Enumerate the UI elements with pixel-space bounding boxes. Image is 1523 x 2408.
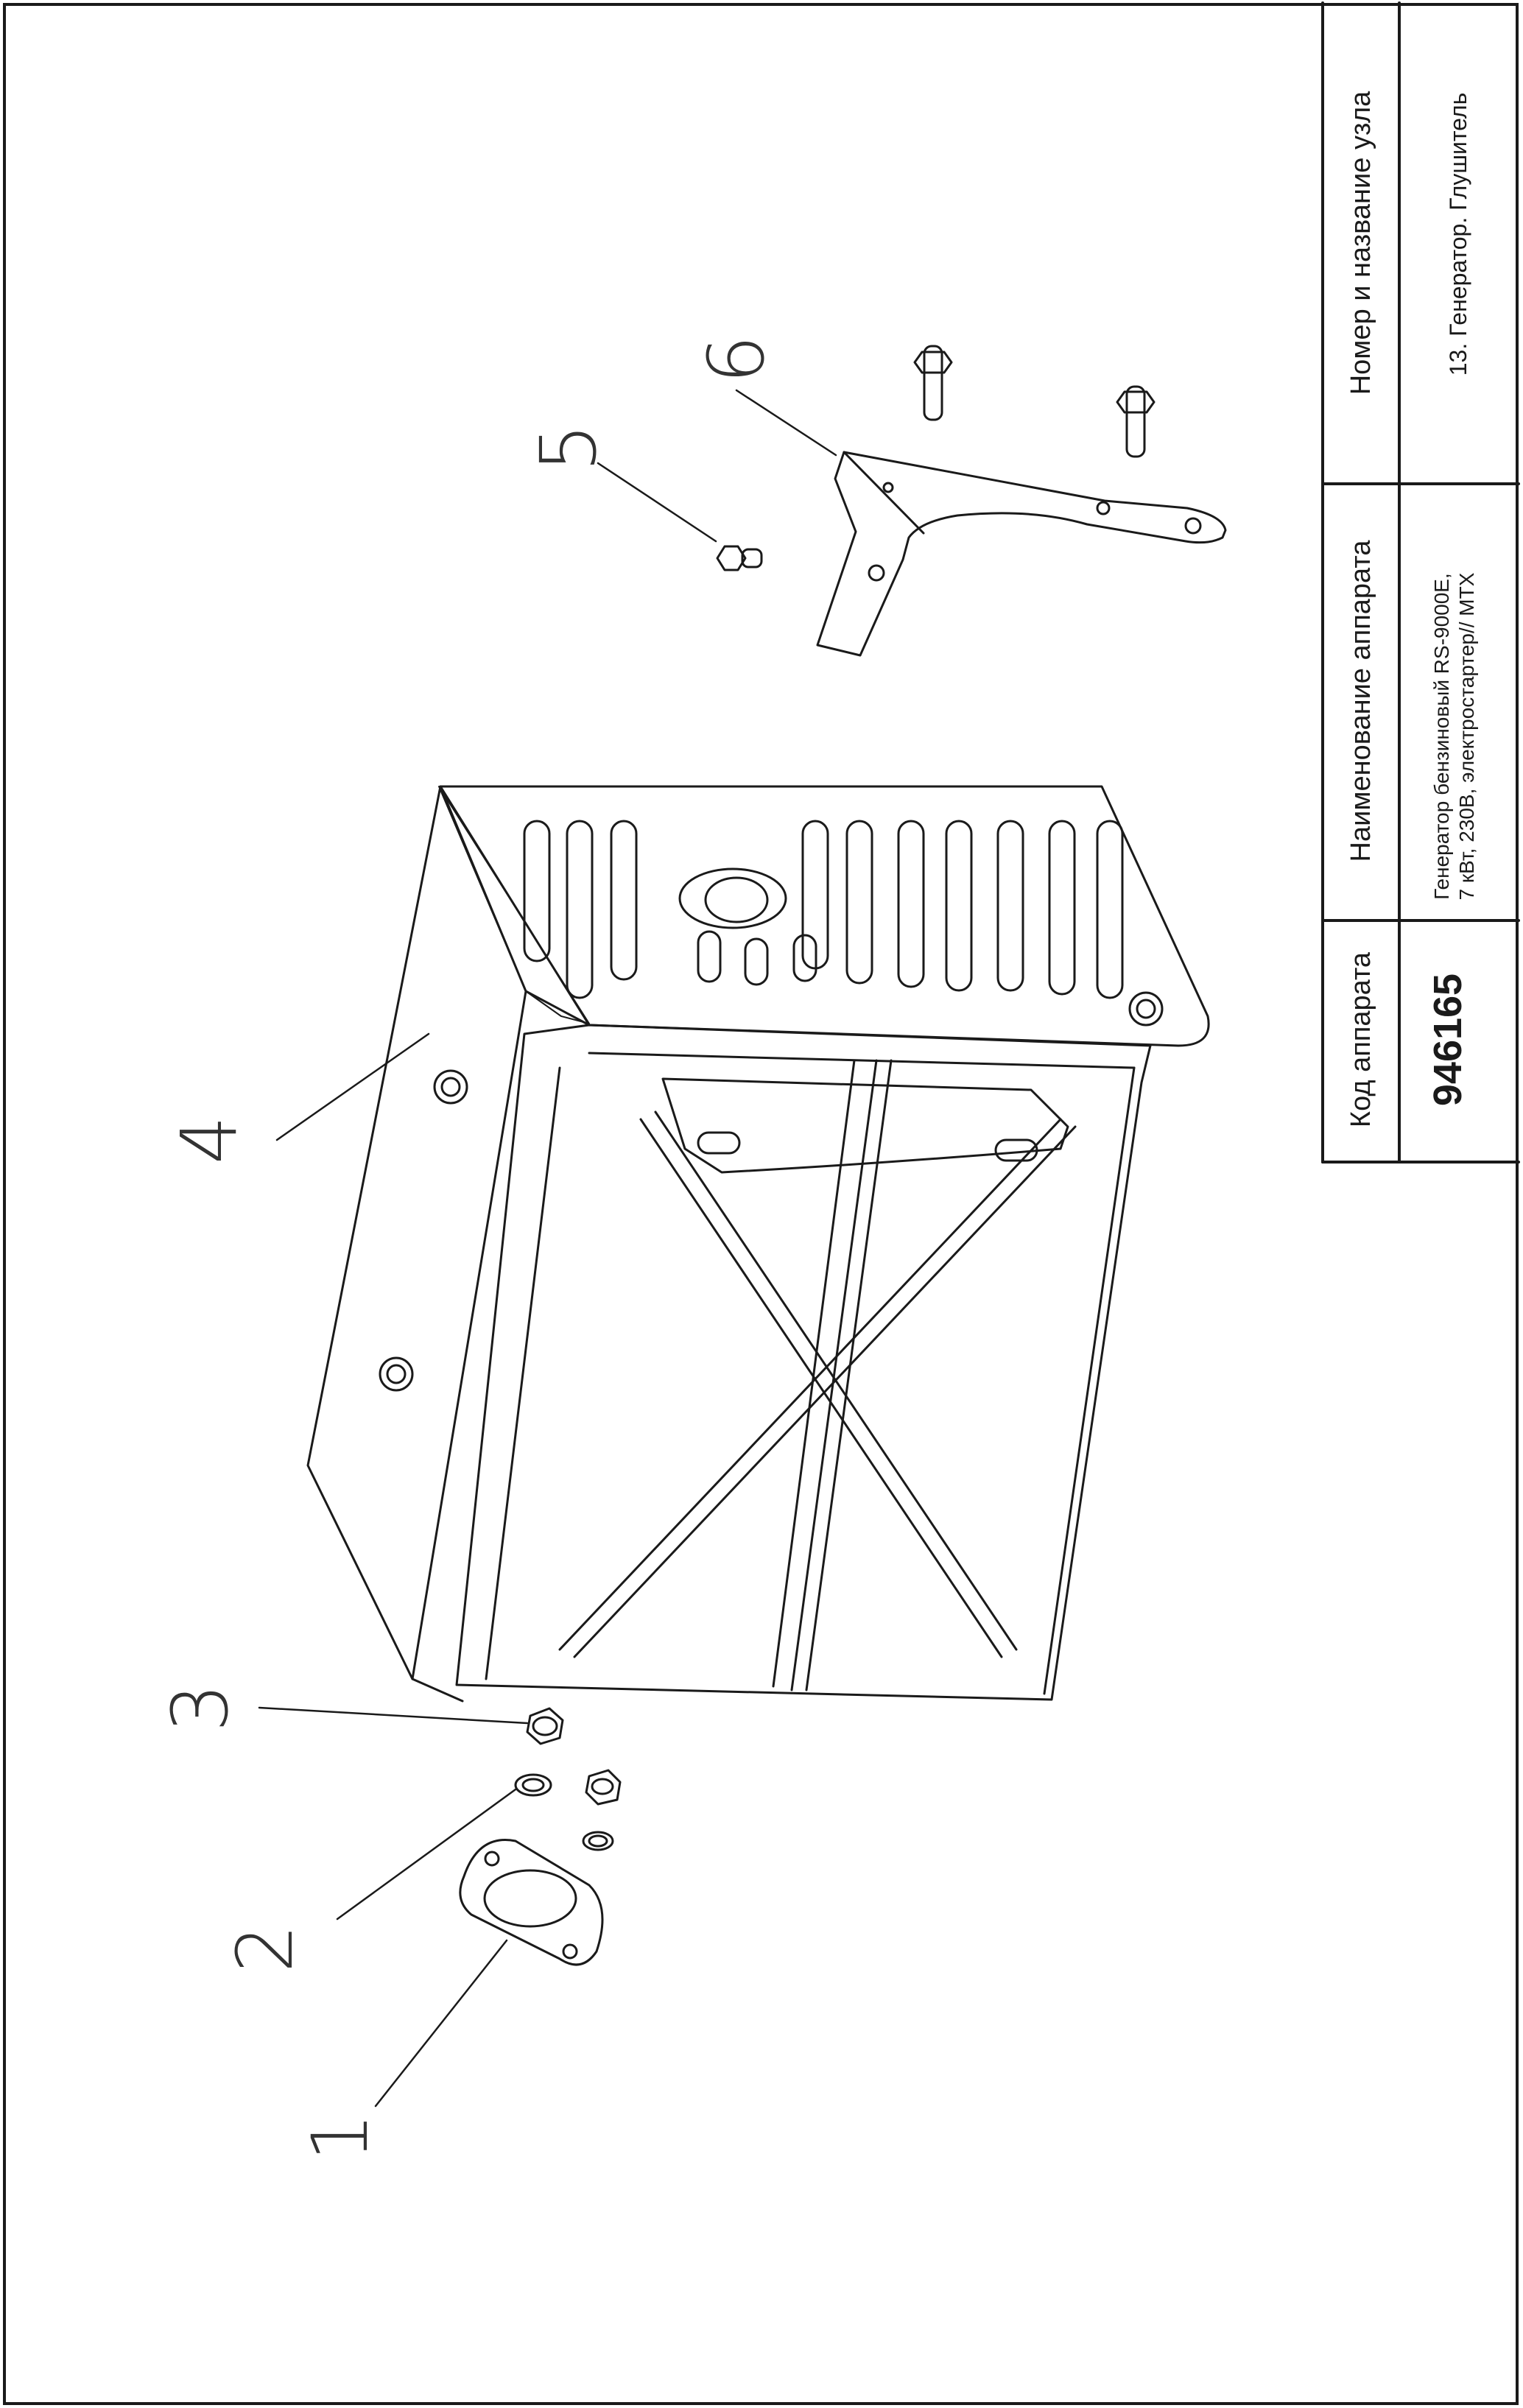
code-value: 946165 <box>1426 973 1470 1107</box>
name-header: Наименование аппарата <box>1346 540 1376 862</box>
title-block-lines <box>1321 1 1520 1163</box>
lock-washer-icon <box>514 1773 614 1851</box>
callout-4: 4 <box>164 1115 254 1165</box>
leader-lines <box>258 389 837 2108</box>
muffler-icon <box>306 785 1210 1703</box>
unit-value: 13. Генератор. Глушитель <box>1445 92 1471 376</box>
callout-3: 3 <box>155 1683 245 1733</box>
unit-header: Номер и название узла <box>1346 91 1376 395</box>
drawing-frame <box>3 3 1519 2405</box>
flange-nut-icon <box>526 1707 622 1806</box>
code-header: Код аппарата <box>1346 951 1376 1128</box>
bracket-icon <box>816 451 1227 657</box>
callout-1: 1 <box>295 2112 385 2162</box>
gasket-icon <box>459 1839 604 1966</box>
callout-5: 5 <box>524 423 613 473</box>
bolt-icon <box>716 345 1156 571</box>
callout-6: 6 <box>692 334 781 384</box>
name-line-2: 7 кВт, 230В, электростартер// МТХ <box>1455 572 1478 901</box>
name-line-1: Генератор бензиновый RS-9000E, <box>1430 573 1453 900</box>
callout-2: 2 <box>220 1923 310 1974</box>
